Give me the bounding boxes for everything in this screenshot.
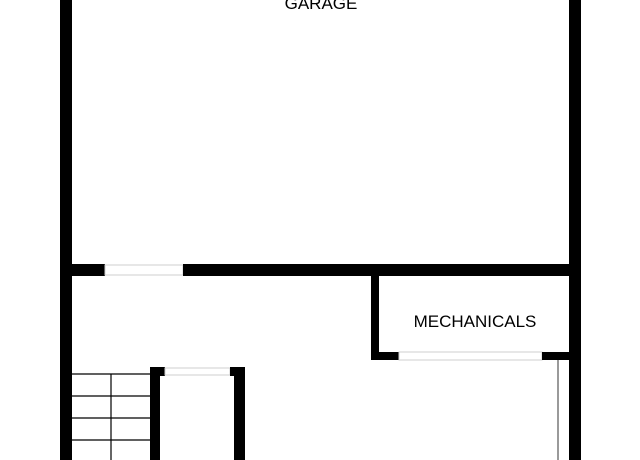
wall-stair-left xyxy=(150,367,160,460)
staircase xyxy=(72,373,150,460)
wall-right-lower-inner xyxy=(557,360,559,460)
wall-stair-top-left xyxy=(150,367,165,376)
wall-garage-bottom-left xyxy=(60,264,105,276)
mechanicals-label: MECHANICALS xyxy=(414,312,537,331)
wall-right xyxy=(569,0,581,270)
wall-mechanicals-right xyxy=(569,270,581,360)
wall-right-lower xyxy=(569,360,581,460)
stair-door-opening xyxy=(164,367,231,376)
wall-garage-bottom-right xyxy=(183,264,581,276)
mechanicals-door-opening xyxy=(398,351,543,361)
wall-mechanicals-bottom-right xyxy=(542,352,569,360)
wall-stair-right xyxy=(234,367,245,460)
wall-left xyxy=(60,0,72,460)
garage-door-opening xyxy=(104,264,184,276)
garage-label: GARAGE xyxy=(285,0,358,13)
wall-mechanicals-bottom-left xyxy=(371,352,399,360)
wall-mechanicals-left xyxy=(371,276,379,360)
